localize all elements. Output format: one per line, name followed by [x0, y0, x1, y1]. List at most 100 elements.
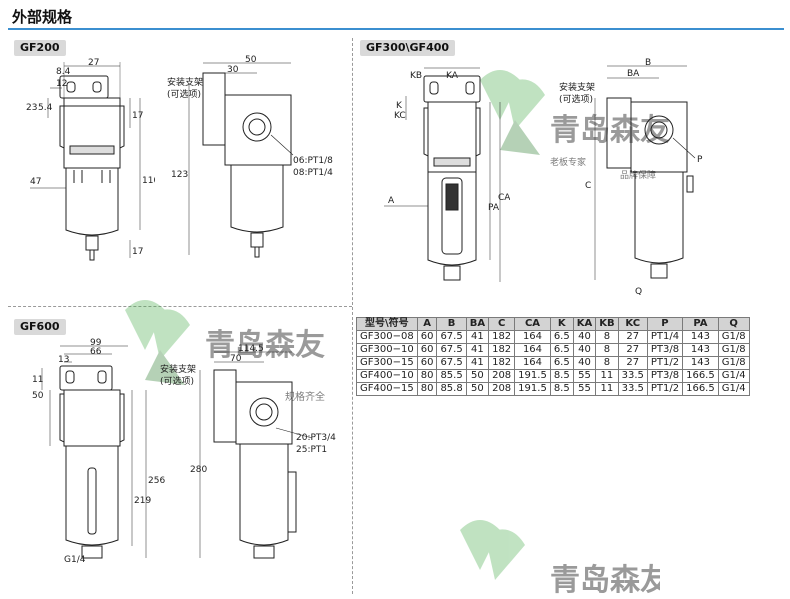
table-cell: 208: [488, 369, 516, 383]
gf200-bracket-opt: (可选项): [167, 88, 201, 100]
gf600-dim-219: 219: [134, 496, 151, 506]
spec-header: KC: [617, 317, 648, 331]
gf200-side-bowl: [230, 164, 284, 233]
gf300-dim-pa: PA: [488, 203, 500, 213]
gf600-side-view: 114.5 70 280 安装支架 (可选项) 20:PT3/4 25:PT1: [160, 344, 336, 559]
table-cell: 67.5: [436, 330, 467, 344]
gf600-dim-70: 70: [230, 354, 242, 364]
table-cell: 143: [682, 356, 719, 370]
section-title: 外部规格: [12, 8, 73, 26]
table-cell: G1/4: [717, 369, 750, 383]
gf200-dim-12: 12: [56, 79, 67, 89]
table-cell: 41: [465, 330, 490, 344]
table-cell: 8: [595, 356, 619, 370]
table-cell: 164: [514, 343, 551, 357]
gf600-dim-50: 50: [32, 391, 44, 401]
gf200-bowl: [65, 167, 119, 236]
table-cell: 6.5: [549, 356, 574, 370]
gf600-badge: GF600: [14, 319, 66, 335]
table-cell: 33.5: [617, 369, 648, 383]
table-cell: 27: [617, 356, 648, 370]
gf200-body-head: [63, 97, 121, 169]
table-cell: GF300−15: [356, 356, 418, 370]
table-cell: 27: [617, 330, 648, 344]
gf600-bracket-opt: (可选项): [160, 375, 194, 387]
gf200-side-head: [224, 94, 292, 166]
table-cell: 8: [595, 343, 619, 357]
spec-header: B: [436, 317, 467, 331]
horizontal-divider: [8, 306, 352, 307]
gf300-dim-b: B: [645, 58, 651, 68]
gf200-front-view: 27 8.4 12 23 5.4 17 110 47 17: [26, 58, 155, 261]
spec-header: 型号\符号: [356, 317, 418, 331]
gf300-dim-kb: KB: [410, 71, 422, 81]
gf600-bracket-label: 安装支架: [160, 363, 196, 375]
gf200-dim-30: 30: [227, 65, 239, 75]
table-cell: 164: [514, 356, 551, 370]
gf200-dim-17-bottom: 17: [132, 247, 143, 257]
spec-header: C: [488, 317, 516, 331]
table-cell: 55: [572, 369, 597, 383]
table-cell: GF400−10: [356, 369, 418, 383]
gf300-dim-ka: KA: [446, 71, 459, 81]
gf600-front-view: 99 66 13 11 50 256 219 G1/4: [32, 338, 165, 565]
table-cell: 41: [465, 343, 490, 357]
table-cell: 80: [416, 382, 438, 396]
gf200-port1: 06:PT1/8: [293, 156, 333, 166]
gf600-port2: 25:PT1: [296, 445, 327, 455]
spec-header: PA: [682, 317, 719, 331]
spec-table-header-row: 型号\符号 A B BA C CA K KA KB KC P PA Q: [356, 317, 750, 331]
gf300-dim-kc: KC: [394, 111, 406, 121]
gf600-bracket: [59, 365, 113, 391]
table-cell: 208: [488, 382, 516, 396]
gf600-body-head: [63, 389, 121, 447]
table-cell: 182: [488, 356, 516, 370]
table-cell: 67.5: [436, 356, 467, 370]
table-cell: 6.5: [549, 343, 574, 357]
gf300-dim-ba: BA: [627, 69, 640, 79]
gf200-dim-23: 23: [26, 103, 37, 113]
spec-header: KB: [595, 317, 619, 331]
gf600-dim-11: 11: [32, 375, 43, 385]
gf300-dim-c: C: [585, 181, 591, 191]
table-cell: 60: [416, 343, 438, 357]
table-cell: GF400−15: [356, 382, 418, 396]
table-cell: 85.8: [436, 382, 467, 396]
gf200-dim-50: 50: [245, 55, 257, 65]
gf300-bracket-label: 安装支架: [559, 81, 595, 93]
table-cell: 50: [465, 369, 490, 383]
table-cell: 55: [572, 382, 597, 396]
table-cell: 6.5: [549, 330, 574, 344]
table-cell: PT1/2: [646, 382, 684, 396]
table-cell: 41: [465, 356, 490, 370]
table-cell: 80: [416, 369, 438, 383]
gf200-dim-27: 27: [88, 58, 99, 68]
spec-header: K: [549, 317, 574, 331]
gf200-port2: 08:PT1/4: [293, 168, 333, 178]
gf600-side-bracket: [213, 369, 237, 443]
gf200-dim-47: 47: [30, 177, 41, 187]
table-cell: 60: [416, 330, 438, 344]
table-cell: PT1/2: [646, 356, 684, 370]
gf600-bowl: [65, 445, 119, 546]
gf200-dim-110: 110: [142, 176, 155, 186]
gf600-dim-114-5: 114.5: [238, 344, 264, 354]
gf600-dim-280: 280: [190, 465, 207, 475]
gf600-dim-66: 66: [90, 347, 102, 357]
table-cell: G1/8: [717, 356, 750, 370]
gf600-port1: 20:PT3/4: [296, 433, 336, 443]
gf200-side-bracket: [202, 72, 226, 146]
table-cell: PT3/8: [646, 343, 684, 357]
gf200-dim-8-4: 8.4: [56, 67, 71, 77]
table-cell: 143: [682, 330, 719, 344]
table-cell: 67.5: [436, 343, 467, 357]
gf300-dim-k: K: [396, 101, 403, 111]
table-cell: G1/8: [717, 330, 750, 344]
gf200-dim-123: 123: [171, 170, 188, 180]
table-cell: PT3/8: [646, 369, 684, 383]
